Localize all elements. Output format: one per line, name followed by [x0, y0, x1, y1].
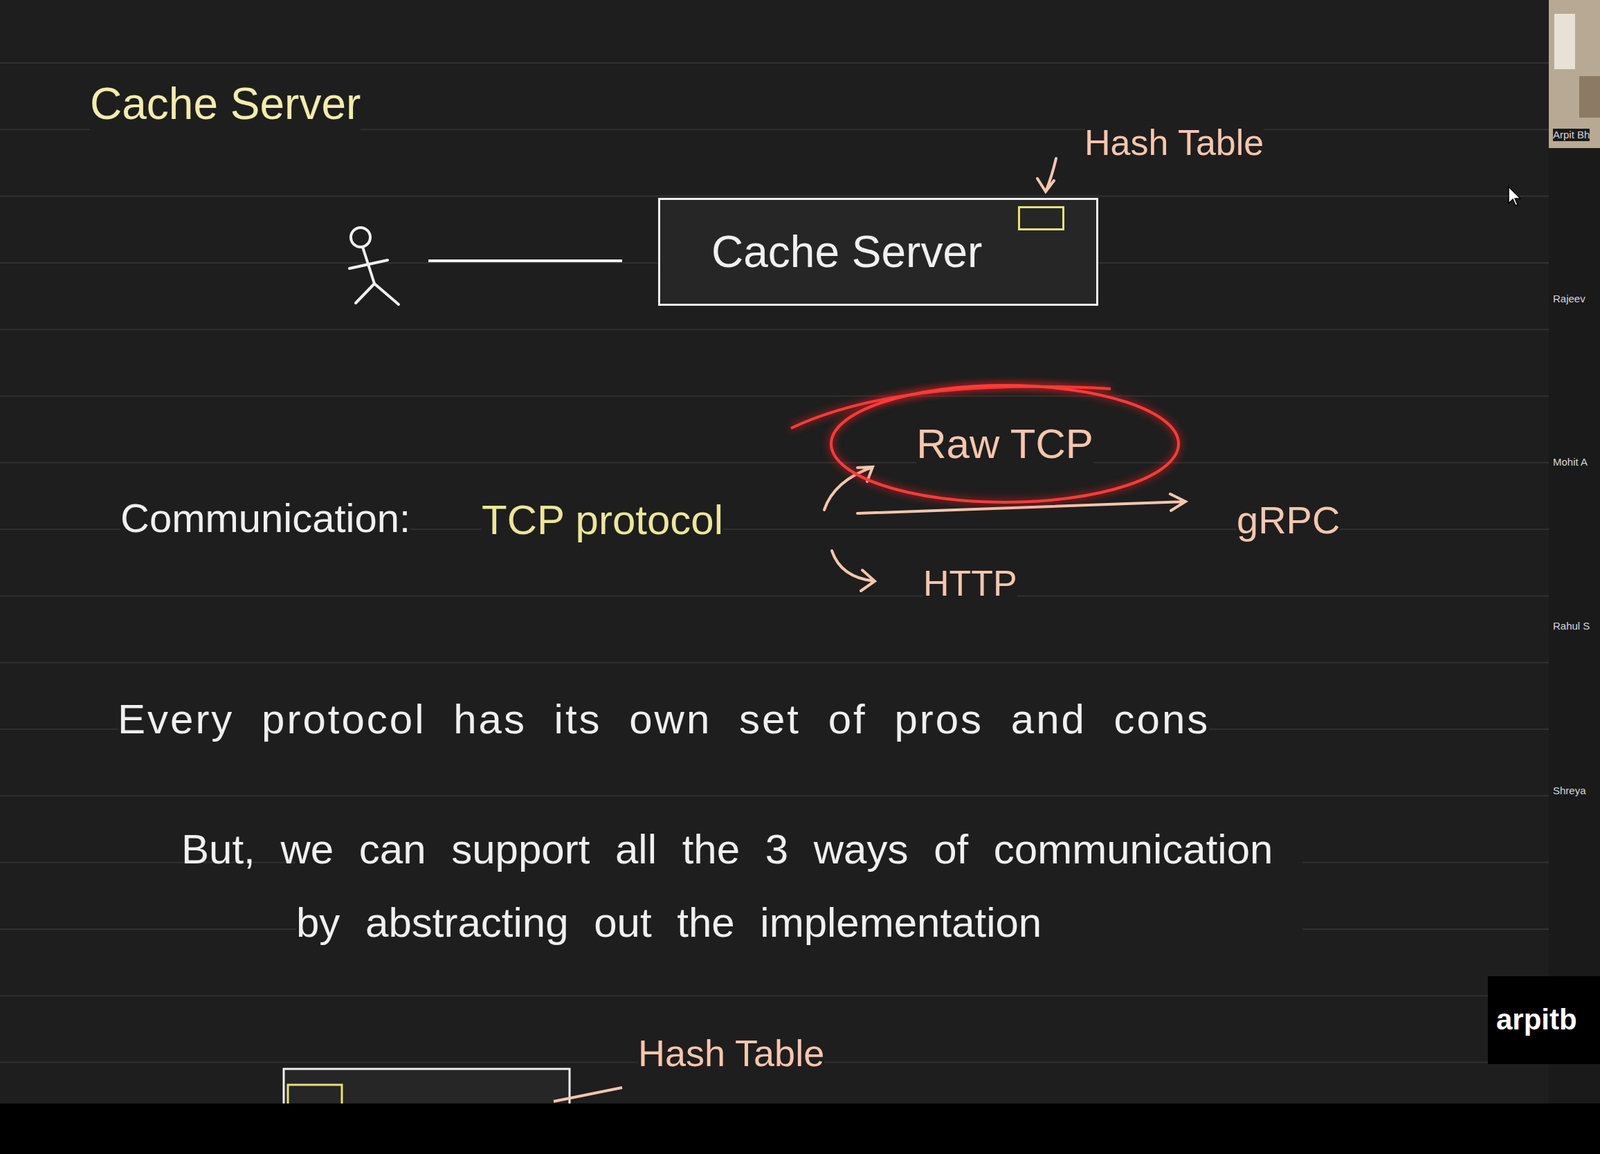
ruled-line: [0, 395, 1549, 398]
node-text: Cache Server: [711, 225, 983, 279]
ruled-line: [0, 328, 1549, 331]
arrow-http: [831, 550, 875, 592]
arrow-raw-tcp: [824, 467, 873, 511]
mouse-cursor: [1508, 186, 1521, 206]
circled-option: Raw TCP: [828, 382, 1182, 506]
participant-name: Rahul S: [1552, 620, 1590, 633]
protocol-label: TCP protocol: [481, 495, 724, 546]
video-thumbnail: [1548, 0, 1600, 149]
video-thumbnail-detail: [1579, 76, 1600, 118]
ruled-lines: [0, 62, 1549, 1063]
participant-name: Shreya: [1552, 784, 1587, 798]
page-title: Cache Server: [89, 77, 361, 131]
person-head: [350, 227, 371, 248]
bottom-bar: [0, 1103, 1600, 1154]
participant-name: Mohit A: [1552, 456, 1588, 469]
watermark: arpitb: [1496, 1002, 1578, 1038]
annotation-label: Hash Table: [1084, 121, 1264, 165]
client-line: [428, 259, 623, 263]
ruled-line: [0, 662, 1549, 664]
pointer-arrow: [1037, 158, 1057, 192]
participant-name: Rajeev: [1552, 292, 1586, 306]
arrow-grpc: [857, 494, 1186, 514]
process-box: Cache Server: [658, 197, 1099, 306]
ruled-line: [0, 795, 1549, 797]
person-legs: [355, 283, 399, 305]
participant-panel: [1548, 0, 1600, 1104]
participant-name: Arpit Bh: [1552, 128, 1590, 142]
option-label: HTTP: [923, 561, 1018, 605]
video-thumbnail-detail: [1554, 13, 1576, 70]
section-label: Communication:: [120, 494, 411, 543]
person-arms: [349, 260, 388, 269]
note-text: But, we can support all the 3 ways of co…: [296, 813, 1303, 960]
ruled-line: [0, 462, 1549, 464]
annotation-label: Hash Table: [638, 1031, 825, 1077]
hash-table-slot: [287, 1085, 342, 1106]
leader-line: [553, 1087, 623, 1102]
ruled-line: [0, 995, 1549, 997]
hash-table-slot: [1017, 206, 1065, 231]
person-figure: [349, 227, 399, 305]
highlight-ellipse: [831, 385, 1179, 503]
watermark-box: [1487, 976, 1600, 1065]
node-text: Raw TCP: [916, 419, 1094, 470]
note-text: Every protocol has its own set of pros a…: [117, 694, 1210, 745]
option-label: gRPC: [1236, 496, 1340, 544]
ruled-line: [0, 595, 1549, 597]
ruled-line: [0, 195, 1549, 198]
ruled-line: [0, 62, 1549, 64]
